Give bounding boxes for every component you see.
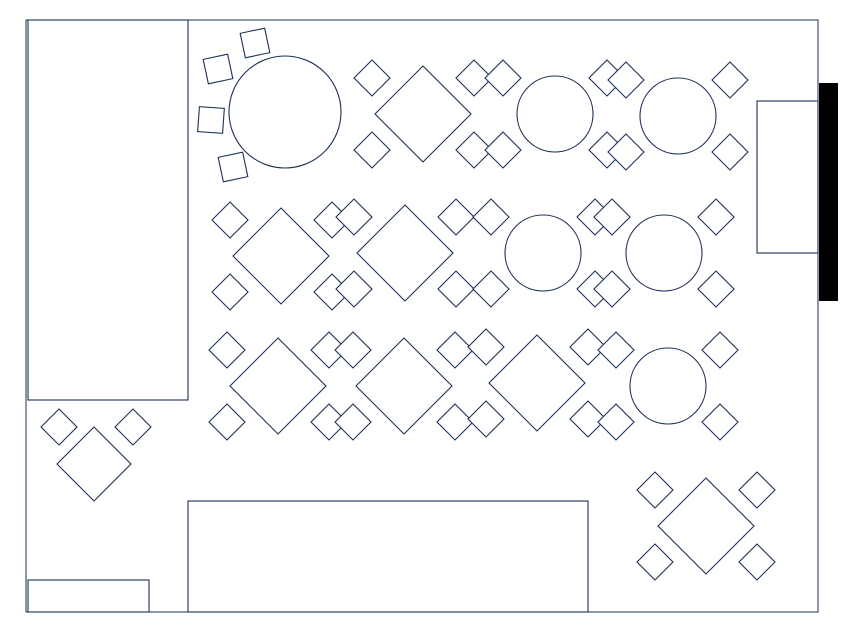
square-table-r3c3[interactable] (467, 328, 607, 438)
large-round-table[interactable] (197, 27, 342, 183)
bottom-left-cabinet (27, 579, 150, 613)
square-table-r2c1[interactable] (211, 201, 351, 311)
bottom-counter (187, 500, 589, 613)
chair (597, 331, 635, 369)
chair (607, 61, 645, 99)
round-table-top (504, 214, 582, 292)
chair (467, 328, 505, 366)
round-table-top (639, 77, 717, 155)
chair (711, 61, 749, 99)
chair (569, 400, 607, 438)
chair (738, 471, 776, 509)
chair (437, 270, 475, 308)
chair (569, 328, 607, 366)
chair (484, 131, 522, 169)
chair (455, 59, 493, 97)
square-table-left[interactable] (40, 408, 152, 502)
chair (436, 331, 474, 369)
square-table-top (356, 204, 454, 302)
square-table-top (232, 207, 330, 305)
chair (334, 403, 372, 441)
square-table-r2c2[interactable] (335, 198, 475, 308)
chair (40, 408, 78, 446)
square-table-top (355, 337, 453, 435)
chair (335, 198, 373, 236)
round-table-top (629, 347, 707, 425)
round-table-r1c4[interactable] (607, 61, 749, 171)
chair (701, 331, 739, 369)
chair (636, 543, 674, 581)
chair (335, 270, 373, 308)
chair (208, 331, 246, 369)
round-table-top (228, 55, 342, 169)
square-table-top (488, 334, 586, 432)
chair (334, 331, 372, 369)
chair (239, 27, 271, 59)
round-table-top (625, 214, 703, 292)
chair (593, 270, 631, 308)
square-table-r1c2[interactable] (353, 59, 493, 169)
chair (472, 198, 510, 236)
square-table-top (56, 426, 132, 502)
chair (353, 131, 391, 169)
round-table-top (516, 75, 594, 153)
chair (738, 543, 776, 581)
square-table-top (657, 477, 755, 575)
chair (711, 133, 749, 171)
left-counter (27, 19, 189, 401)
chair (593, 198, 631, 236)
chair (467, 400, 505, 438)
tables-layer (40, 27, 776, 581)
chair (697, 270, 735, 308)
chair (597, 403, 635, 441)
chair (211, 273, 249, 311)
chair (197, 106, 225, 134)
chair (208, 403, 246, 441)
chair (607, 133, 645, 171)
chair (211, 201, 249, 239)
chair (701, 403, 739, 441)
chair (437, 198, 475, 236)
round-table-r2c3[interactable] (472, 198, 614, 308)
chair (472, 270, 510, 308)
chair (353, 59, 391, 97)
square-table-top (374, 65, 472, 163)
square-table-top (229, 337, 327, 435)
chair (455, 131, 493, 169)
chair (436, 403, 474, 441)
chair (217, 151, 249, 183)
round-table-r2c4[interactable] (593, 198, 735, 308)
square-table-r3c2[interactable] (334, 331, 474, 441)
chair (636, 471, 674, 509)
fixtures-layer (27, 19, 838, 613)
entrance-door[interactable] (819, 83, 838, 301)
chair (114, 408, 152, 446)
square-table-r3c1[interactable] (208, 331, 348, 441)
round-table-r1c3[interactable] (484, 59, 626, 169)
right-side-station (756, 100, 819, 254)
chair (484, 59, 522, 97)
chair (697, 198, 735, 236)
chair (202, 53, 234, 85)
round-table-r3c4[interactable] (597, 331, 739, 441)
square-table-bottom-right[interactable] (636, 471, 776, 581)
